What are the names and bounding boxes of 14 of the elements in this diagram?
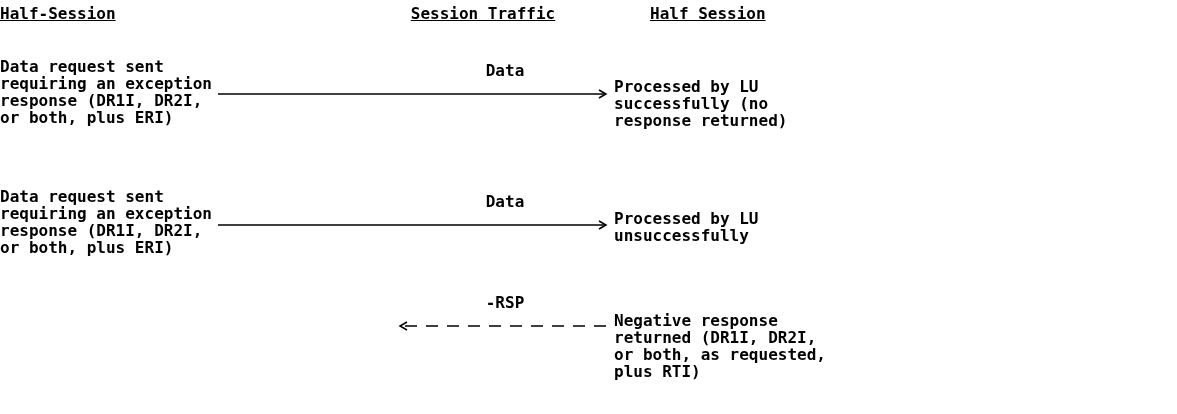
edge-label: Data: [485, 62, 525, 79]
node-text: Data request sent requiring an exception response (DR1I, DR2I, or both, plus ERI): [0, 58, 213, 126]
edge-label: -RSP: [485, 294, 525, 311]
node-text: Data request sent requiring an exception response (DR1I, DR2I, or both, plus ERI): [0, 188, 213, 256]
node-text: Processed by LU unsuccessfully: [614, 210, 760, 244]
arrow: [217, 220, 607, 230]
node-text: Negative response returned (DR1I, DR2I, or both, as requested, plus RTI): [614, 312, 827, 380]
column-heading: Session Traffic: [410, 5, 556, 22]
column-heading: Half Session: [650, 5, 766, 22]
arrow: [217, 89, 607, 99]
column-heading: Half-Session: [0, 5, 116, 22]
edge-label: Data: [485, 193, 525, 210]
node-text: Processed by LU successfully (no response returned): [614, 78, 789, 129]
arrow: [399, 321, 607, 331]
